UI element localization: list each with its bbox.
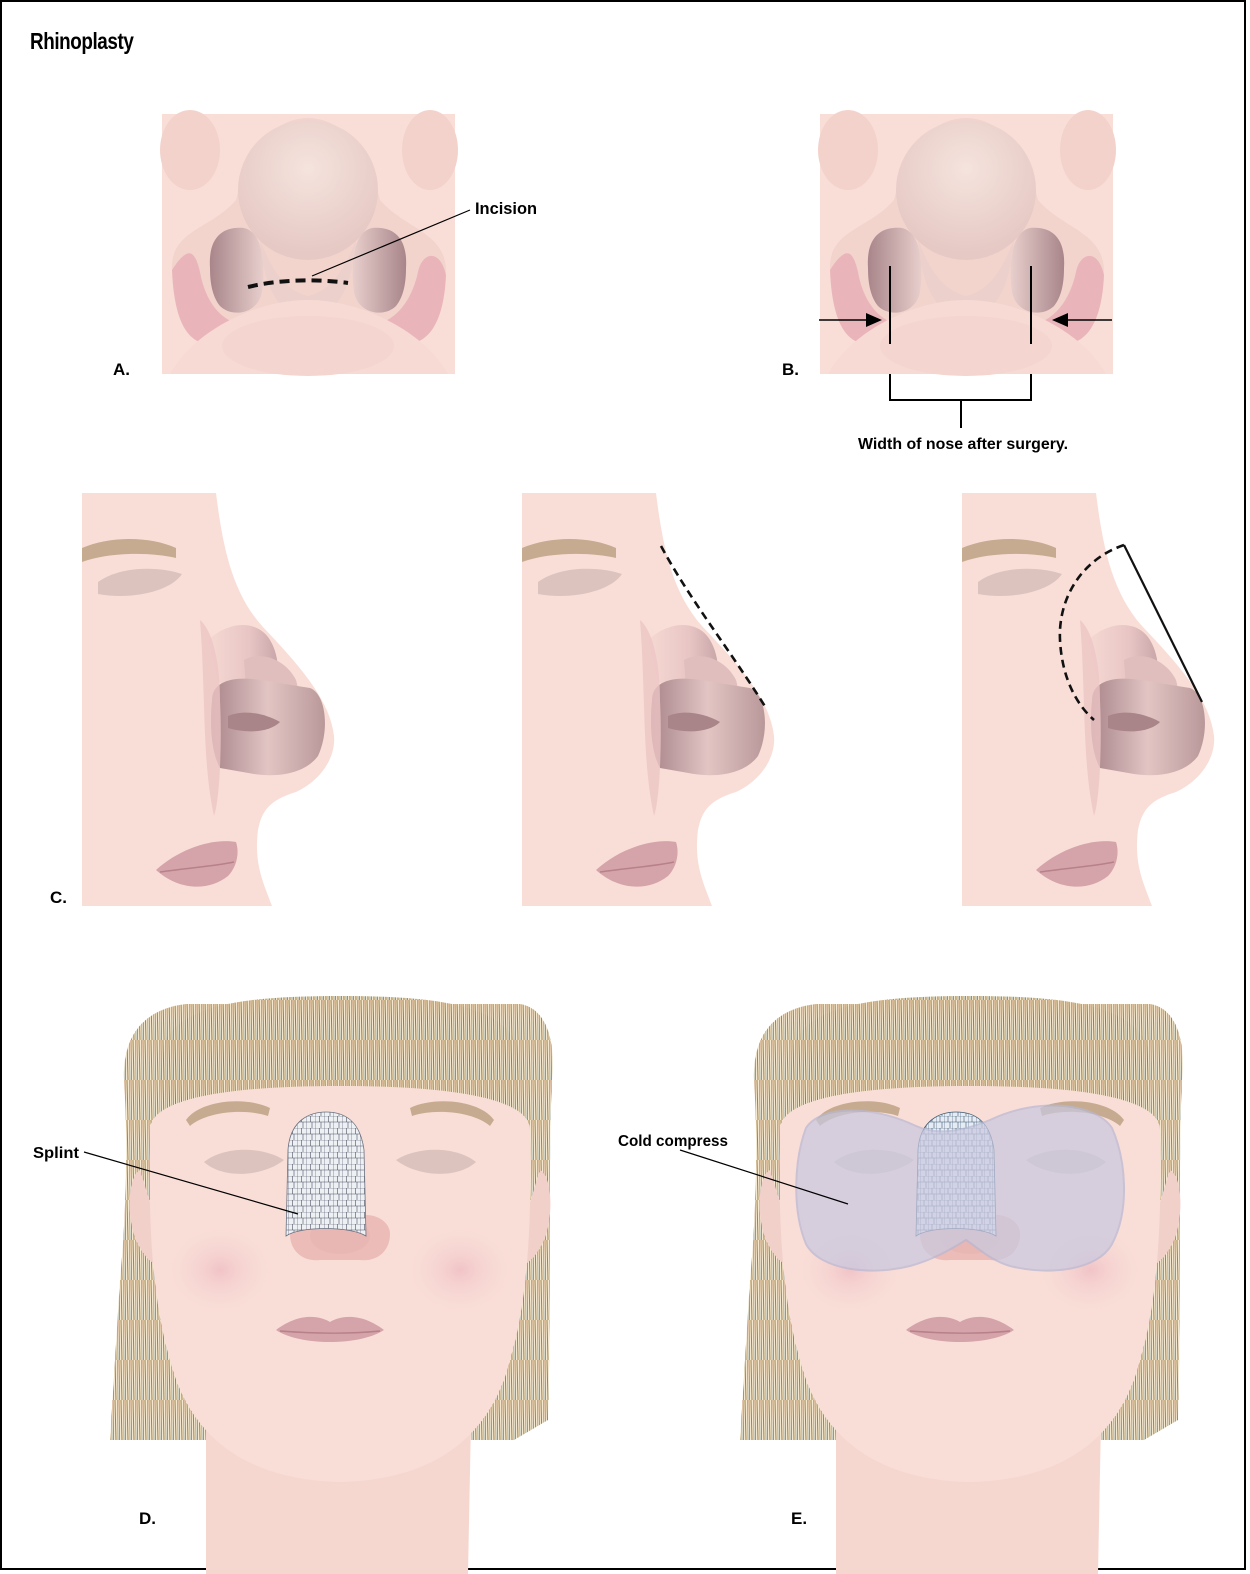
cold-compress-label: Cold compress (618, 1133, 728, 1150)
splint (286, 1112, 366, 1236)
face-with-compress (740, 996, 1183, 1574)
panel-b-letter: B. (782, 360, 799, 379)
panel-d-letter: D. (139, 1509, 156, 1528)
profile-after-dorsum (522, 493, 774, 906)
profile-before (82, 493, 334, 906)
face-with-splint (110, 996, 553, 1574)
width-label: Width of nose after surgery. (858, 436, 1068, 453)
panel-e-letter: E. (791, 1509, 807, 1528)
panel-a-nose-underside (160, 110, 458, 376)
incision-label: Incision (475, 199, 537, 218)
panel-b-nose-underside (818, 110, 1116, 376)
profile-after-bone (962, 493, 1214, 906)
splint-label: Splint (33, 1145, 80, 1162)
panel-a-letter: A. (113, 360, 130, 379)
panel-c-letter: C. (50, 888, 67, 907)
